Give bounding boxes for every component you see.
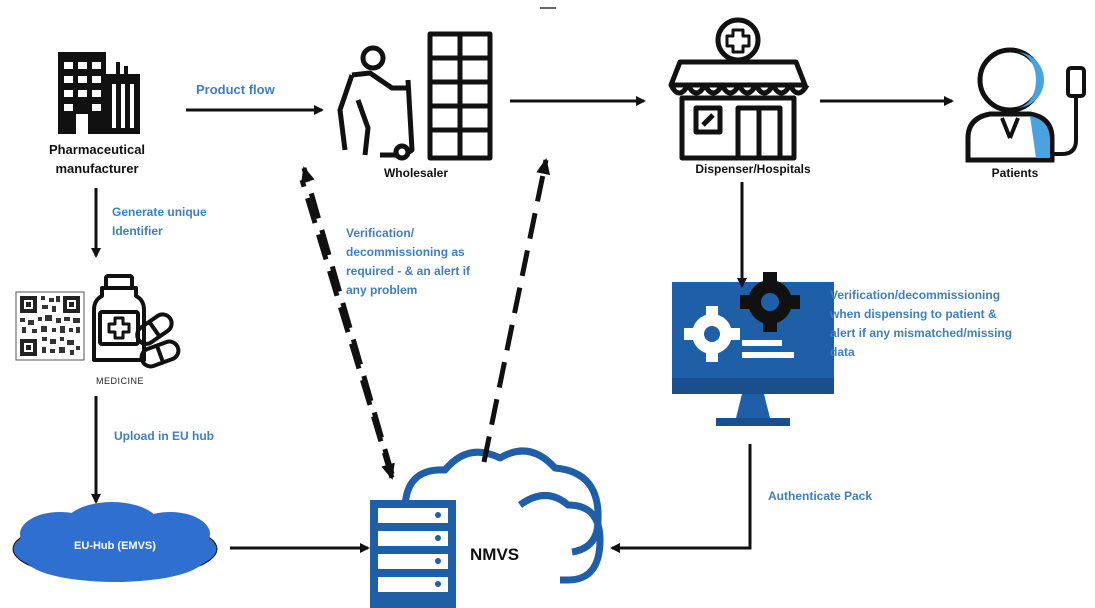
qr-code-icon xyxy=(15,291,85,361)
dashed-arrow-wholesaler-nmvs xyxy=(299,179,395,480)
wholesaler-label: Wholesaler xyxy=(383,166,449,180)
arrow-computer-nmvs xyxy=(610,444,752,553)
cloud-server-icon xyxy=(370,447,604,608)
authenticate-label: Authenticate Pack xyxy=(768,489,873,503)
dashed-arrow-nmvs-dispenser xyxy=(481,158,551,463)
computer-gears-icon xyxy=(672,272,834,426)
medicine-label: MEDICINE xyxy=(96,376,145,386)
dispenser-verification-label: Verification/decommissioning when dispen… xyxy=(830,288,1013,359)
wholesaler-verification-label: Verification/ decommissioning as require… xyxy=(346,226,471,297)
manufacturer-label: Pharmaceutical manufacturer xyxy=(48,142,146,176)
warehouse-worker-icon xyxy=(337,31,493,161)
eu-hub-cloud xyxy=(12,502,218,582)
factory-icon xyxy=(58,52,140,134)
pharmacy-store-icon xyxy=(668,17,810,161)
patient-icon xyxy=(965,47,1086,163)
generate-id-label: Generate unique Identifier xyxy=(112,205,207,238)
patients-label: Patients xyxy=(991,166,1039,180)
medicine-bottle-icon xyxy=(92,274,181,369)
dispenser-label: Dispenser/Hospitals xyxy=(695,162,811,176)
eu-hub-label: EU-Hub (EMVS) xyxy=(74,540,156,552)
product-flow-label: Product flow xyxy=(196,82,275,97)
nmvs-label: NMVS xyxy=(470,545,520,564)
upload-label: Upload in EU hub xyxy=(114,429,214,443)
